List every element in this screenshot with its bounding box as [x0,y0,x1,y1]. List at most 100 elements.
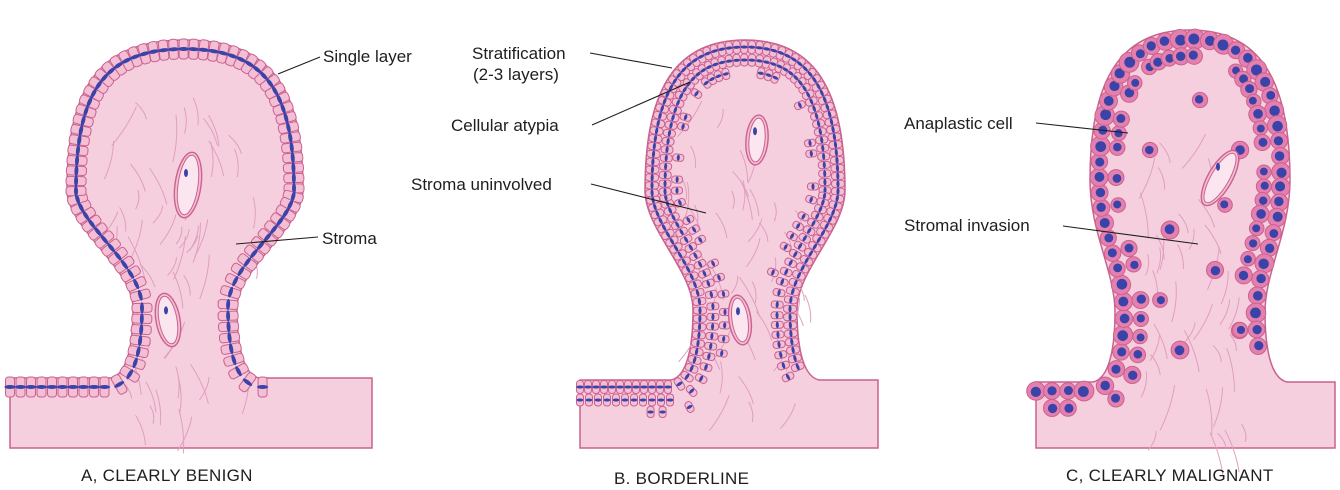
nucleus [592,385,599,388]
nucleus [1157,296,1165,304]
nucleus [1125,244,1134,253]
nucleus [1096,188,1105,197]
nucleus [1253,325,1262,334]
nucleus [4,385,15,389]
nucleus [1120,314,1130,324]
nucleus [88,385,99,389]
nucleus [1237,326,1245,334]
nucleus [667,398,674,401]
nucleus [1137,294,1146,303]
nucleus [1137,314,1145,322]
nucleus [1048,404,1057,413]
nucleus [1245,84,1254,93]
label-stratification-layers: (2-3 layers) [473,65,559,84]
nucleus [78,385,89,389]
nucleus [1031,387,1041,397]
nucleus [1253,291,1263,301]
nucleus [1104,234,1113,243]
nucleus [1100,218,1110,228]
nucleus [595,398,602,401]
nucleus [1256,209,1266,219]
label-single-layer: Single layer [323,47,412,66]
nucleus [1272,121,1283,132]
panel-c-malignant-papilla [1027,29,1335,478]
nucleus [1265,244,1274,253]
nucleus [1260,168,1268,176]
nucleus [624,385,631,388]
nucleus [1269,105,1279,115]
nucleus [649,398,656,401]
nucleus [46,385,57,389]
nucleus [1137,333,1145,341]
nucleus [1239,271,1248,280]
nucleus [1047,386,1056,395]
nucleus [1117,347,1126,356]
nucleus [1259,197,1267,205]
label-stromal-invasion: Stromal invasion [904,216,1030,235]
nucleus [1100,109,1111,120]
nucleus [698,307,701,314]
nucleus [577,398,584,401]
endothelial-nucleus [184,169,188,177]
nucleus [1096,203,1105,212]
stroma-fiber [805,295,811,322]
nucleus [1257,125,1265,133]
nucleus [586,398,593,401]
nucleus [608,385,615,388]
nucleus [1160,36,1170,46]
nucleus [1113,200,1121,208]
nucleus [1189,51,1198,60]
nucleus [1275,181,1285,191]
endothelial-nucleus [736,307,740,315]
nucleus [576,385,583,388]
nucleus [1260,77,1270,87]
nucleus [1211,266,1220,275]
nucleus [1095,141,1106,152]
nucleus [600,385,607,388]
nucleus [1195,95,1203,103]
nucleus [1145,146,1153,154]
nucleus [257,385,268,389]
nucleus [741,58,748,61]
nucleus [1256,274,1265,283]
label-stroma-uninvolved: Stroma uninvolved [411,175,552,194]
nucleus [659,410,665,413]
nucleus [1100,381,1110,391]
nucleus [1249,97,1257,105]
nucleus [640,398,647,401]
nucleus [658,398,665,401]
nucleus [1175,345,1185,355]
nucleus [99,385,110,389]
nucleus [1275,151,1285,161]
nucleus [1118,297,1128,307]
nucleus [36,385,47,389]
label-stroma: Stroma [322,229,377,248]
nucleus [1220,200,1228,208]
nucleus [741,45,748,48]
nucleus [1261,182,1269,190]
nucleus [1104,96,1114,106]
endothelial-nucleus [753,127,757,135]
nucleus [640,385,647,388]
nucleus [1266,91,1275,100]
nucleus [613,398,620,401]
nucleus [1136,49,1145,58]
nucleus [1064,404,1073,413]
nucleus [1108,248,1117,257]
nucleus [57,385,68,389]
nucleus [1095,172,1105,182]
nucleus [1277,168,1287,178]
nucleus [1217,40,1228,51]
nucleus [1274,136,1283,145]
nucleus [631,398,638,401]
nucleus [723,309,726,315]
nucleus [647,410,653,413]
nucleus [1273,212,1283,222]
nucleus [1116,114,1125,123]
nucleus [1253,109,1263,119]
nucleus [1128,371,1137,380]
nucleus [1188,34,1199,45]
caption-clearly-malignant: C, CLEARLY MALIGNANT [1066,466,1274,486]
leader-stratification [590,53,672,68]
